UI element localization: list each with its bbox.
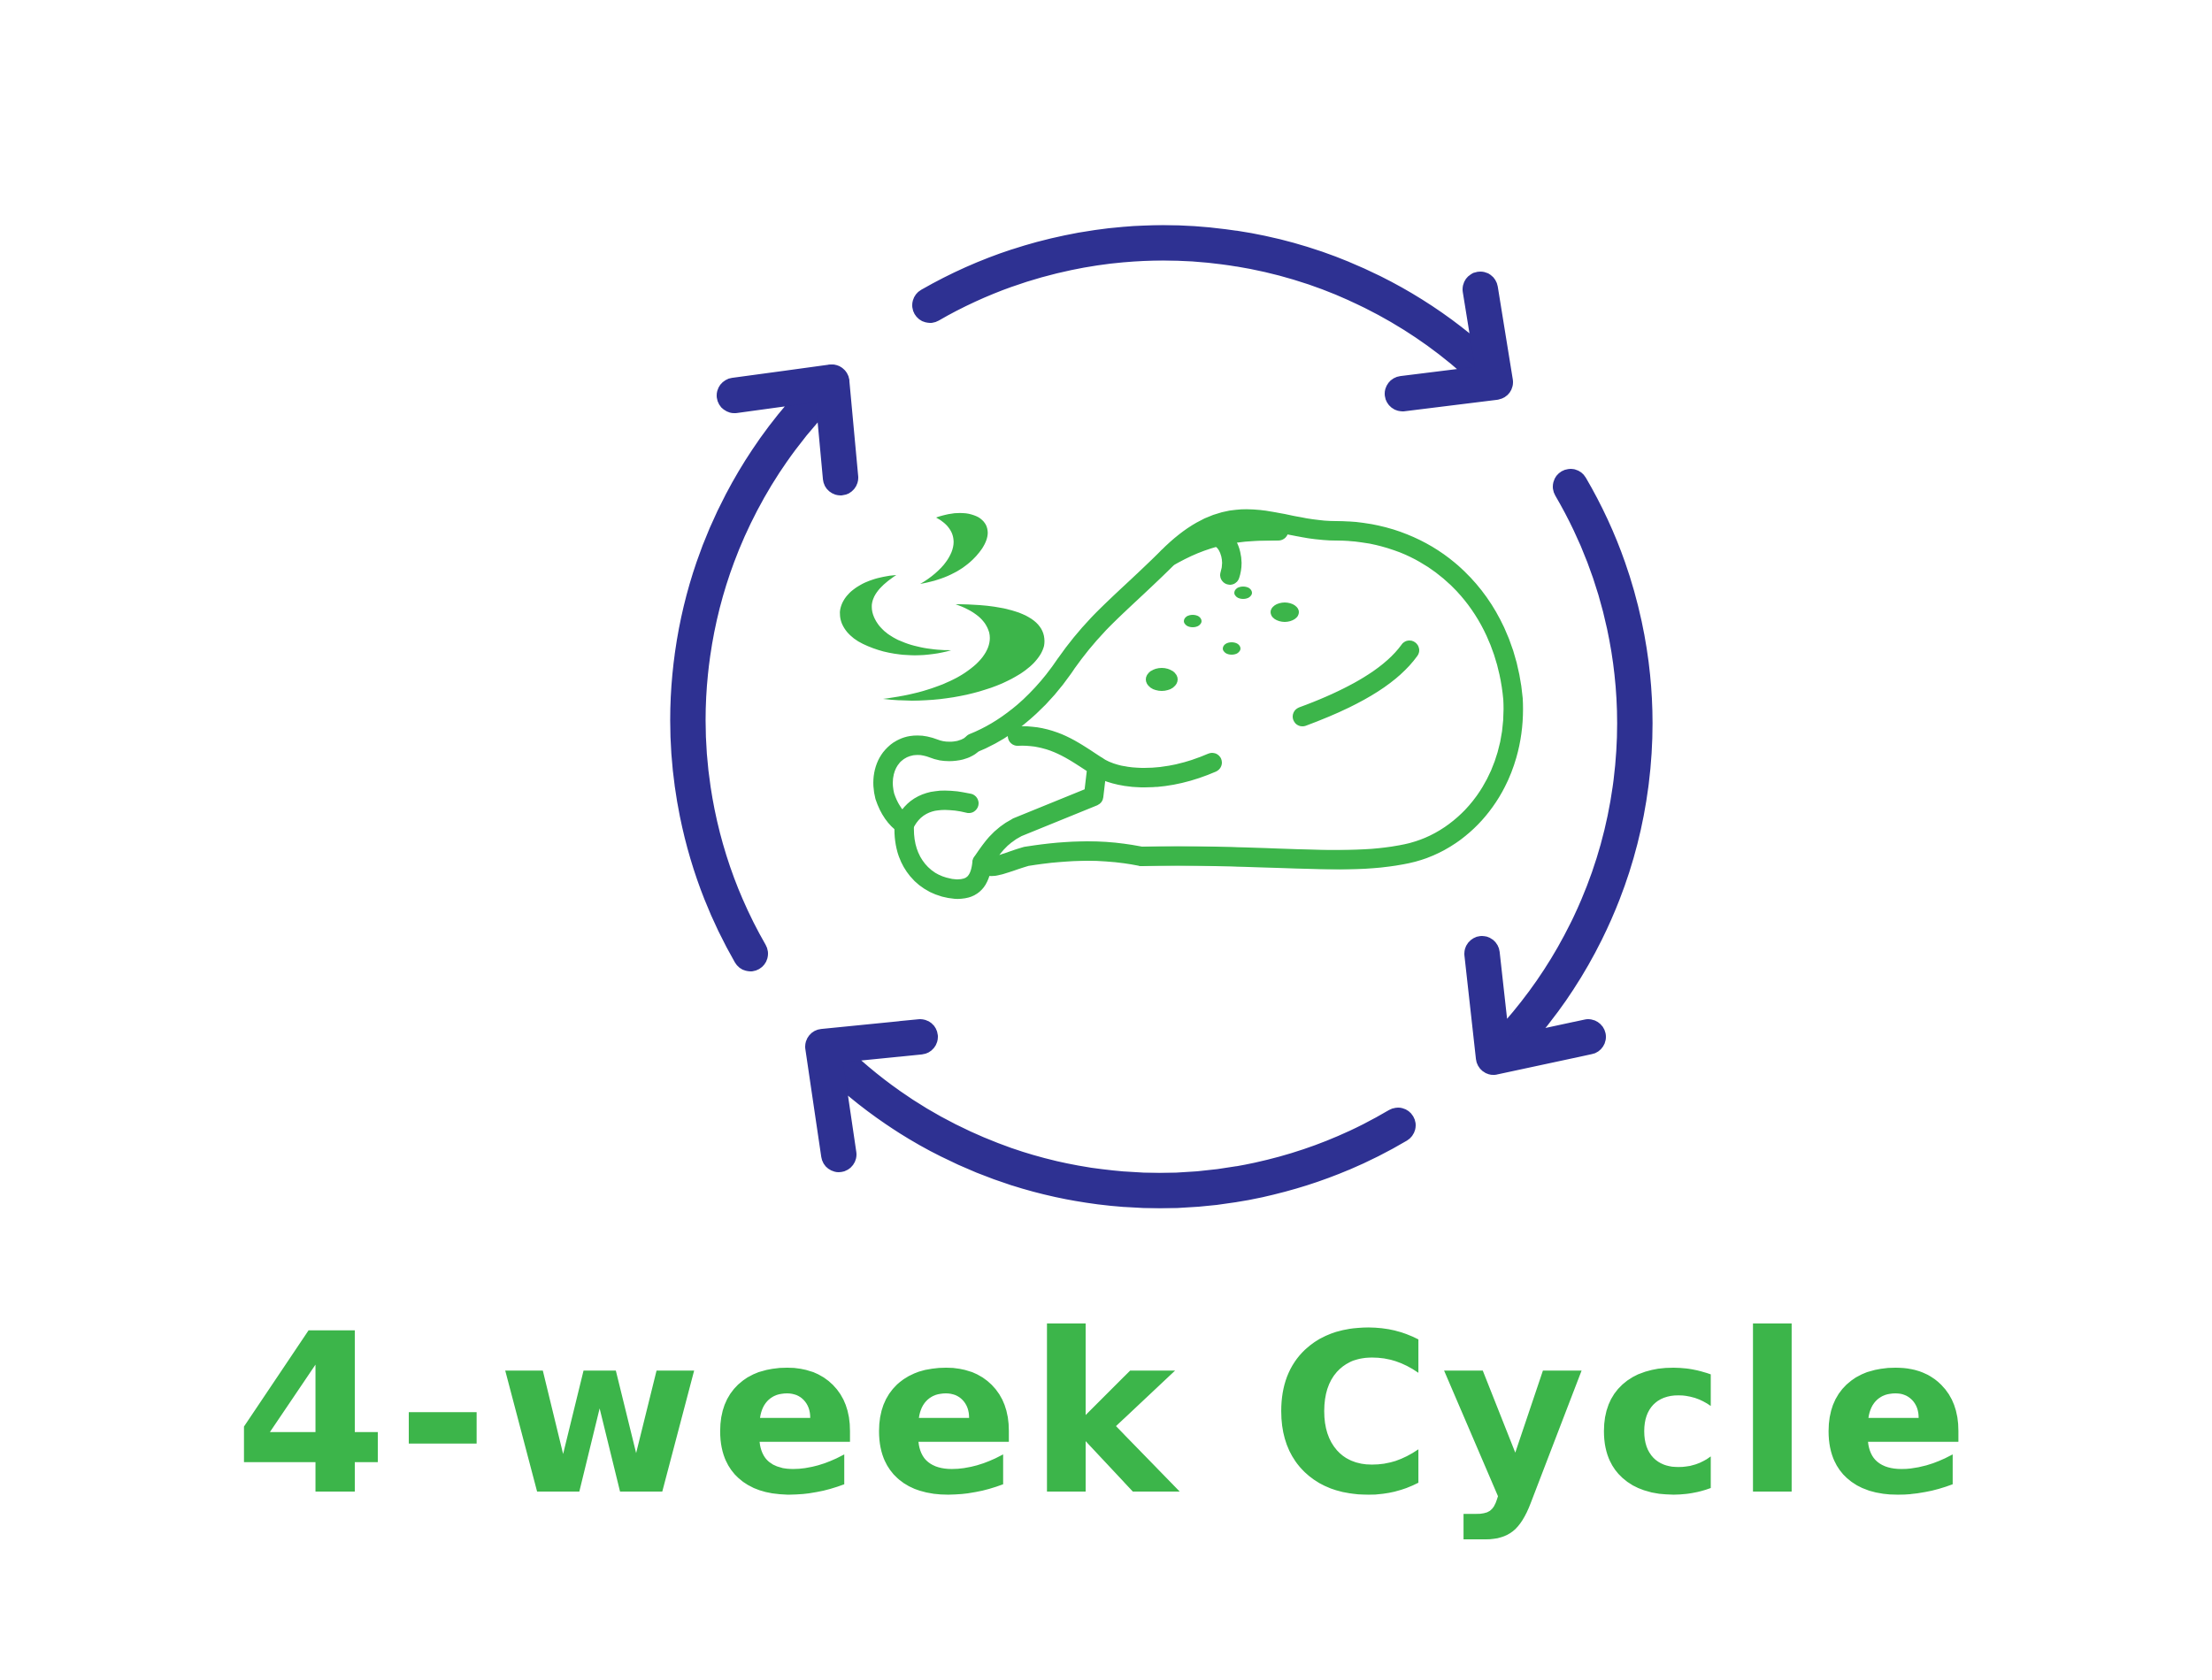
cycle-arrows-icon [670,225,1653,1208]
arrowhead-left [717,364,858,495]
arrow-top [912,225,1510,395]
arrowhead-top [1385,272,1513,411]
arrow-left [670,364,849,971]
arrow-bottom [810,1035,1416,1208]
arrowhead-right [1464,936,1606,1075]
arrowhead-bottom [805,1019,938,1172]
chicken-drumstick-icon [873,509,1524,899]
caption-block: 4-week Cycle [0,1274,2212,1557]
arrow-right [1482,469,1653,1070]
cycle-caption: 4-week Cycle [234,1286,1978,1544]
steam-icon [840,512,1045,701]
